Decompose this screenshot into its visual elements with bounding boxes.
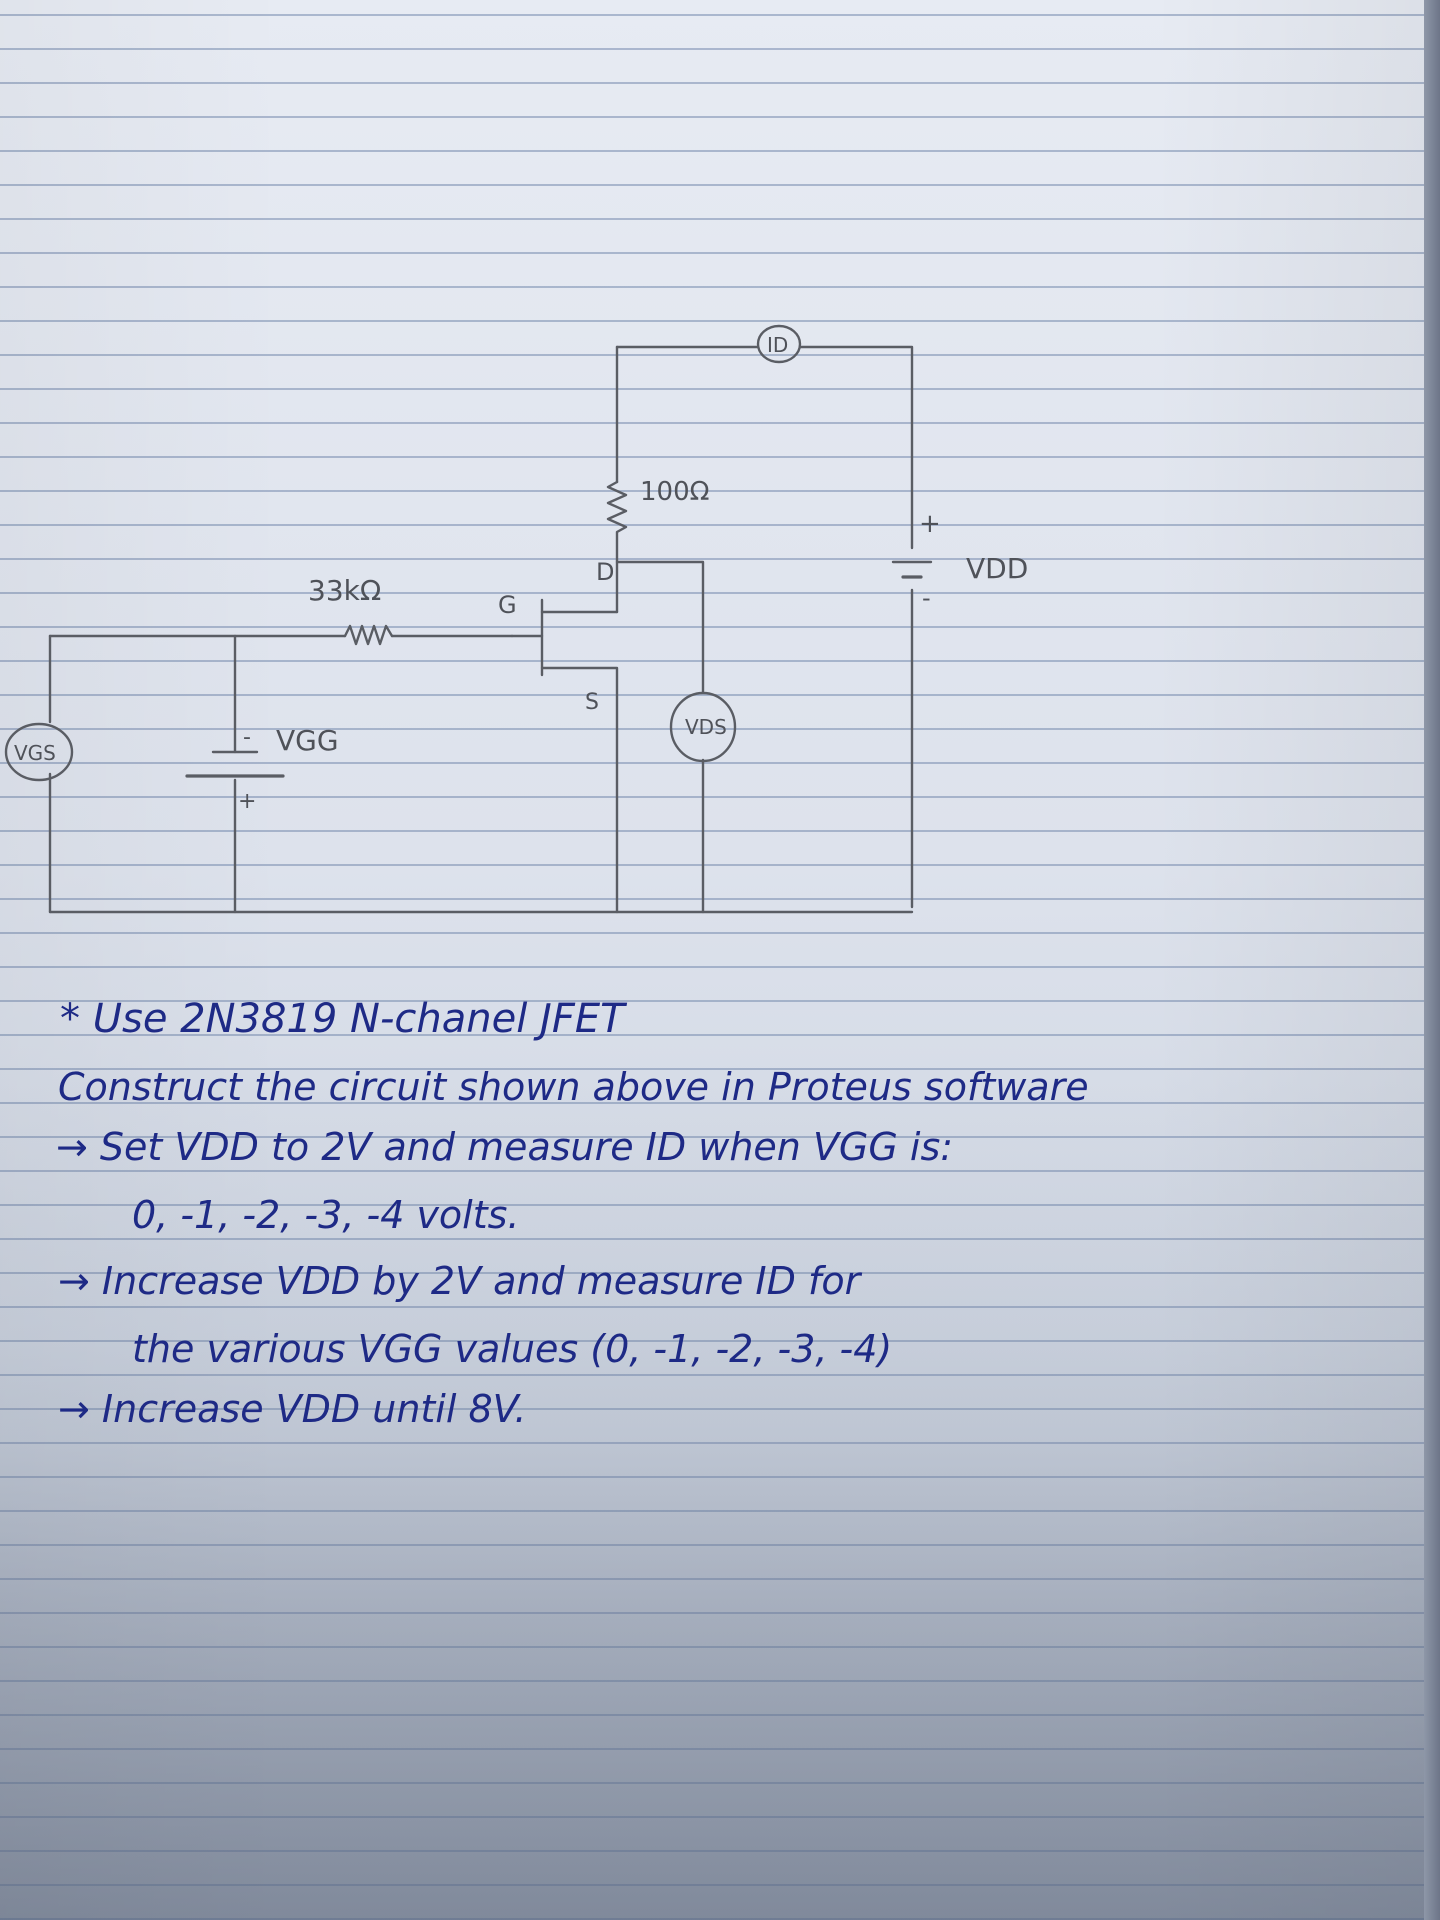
note-line-1: * Use 2N3819 N-chanel JFET xyxy=(60,996,628,1042)
vds-label: VDS xyxy=(685,715,727,739)
vdd-minus-label: - xyxy=(922,584,931,612)
source-terminal-label: S xyxy=(585,690,599,715)
page-edge xyxy=(1424,0,1440,1920)
vdd-battery-symbol xyxy=(891,560,933,579)
vdd-label: VDD xyxy=(966,552,1028,585)
vdd-plus-label: + xyxy=(919,509,941,539)
note-line-6: the various VGG values (0, -1, -2, -3, -… xyxy=(132,1327,892,1371)
drain-resistor-label: 100Ω xyxy=(640,477,710,507)
handwritten-notes: * Use 2N3819 N-chanel JFET Construct the… xyxy=(56,996,1089,1431)
vds-voltmeter xyxy=(669,691,737,763)
note-line-2: Construct the circuit shown above in Pro… xyxy=(58,1065,1089,1109)
id-ammeter xyxy=(756,324,802,364)
gate-resistor-label: 33kΩ xyxy=(308,574,381,607)
vgg-battery-symbol xyxy=(185,750,285,778)
gate-resistor-symbol xyxy=(343,624,394,646)
note-line-3: → Set VDD to 2V and measure ID when VGG … xyxy=(56,1125,953,1169)
circuit-wires xyxy=(48,345,914,914)
gate-terminal-label: G xyxy=(498,591,517,619)
vgs-label: VGS xyxy=(14,741,56,765)
vgg-plus-label: + xyxy=(238,789,256,814)
vgg-label: VGG xyxy=(276,724,339,757)
id-label: ID xyxy=(767,333,788,357)
drain-terminal-label: D xyxy=(596,558,614,586)
note-line-5: → Increase VDD by 2V and measure ID for xyxy=(58,1259,863,1303)
note-line-7: → Increase VDD until 8V. xyxy=(58,1387,526,1431)
vgs-voltmeter xyxy=(4,722,74,782)
note-line-4: 0, -1, -2, -3, -4 volts. xyxy=(132,1193,520,1237)
vgg-minus-label: - xyxy=(243,725,251,750)
